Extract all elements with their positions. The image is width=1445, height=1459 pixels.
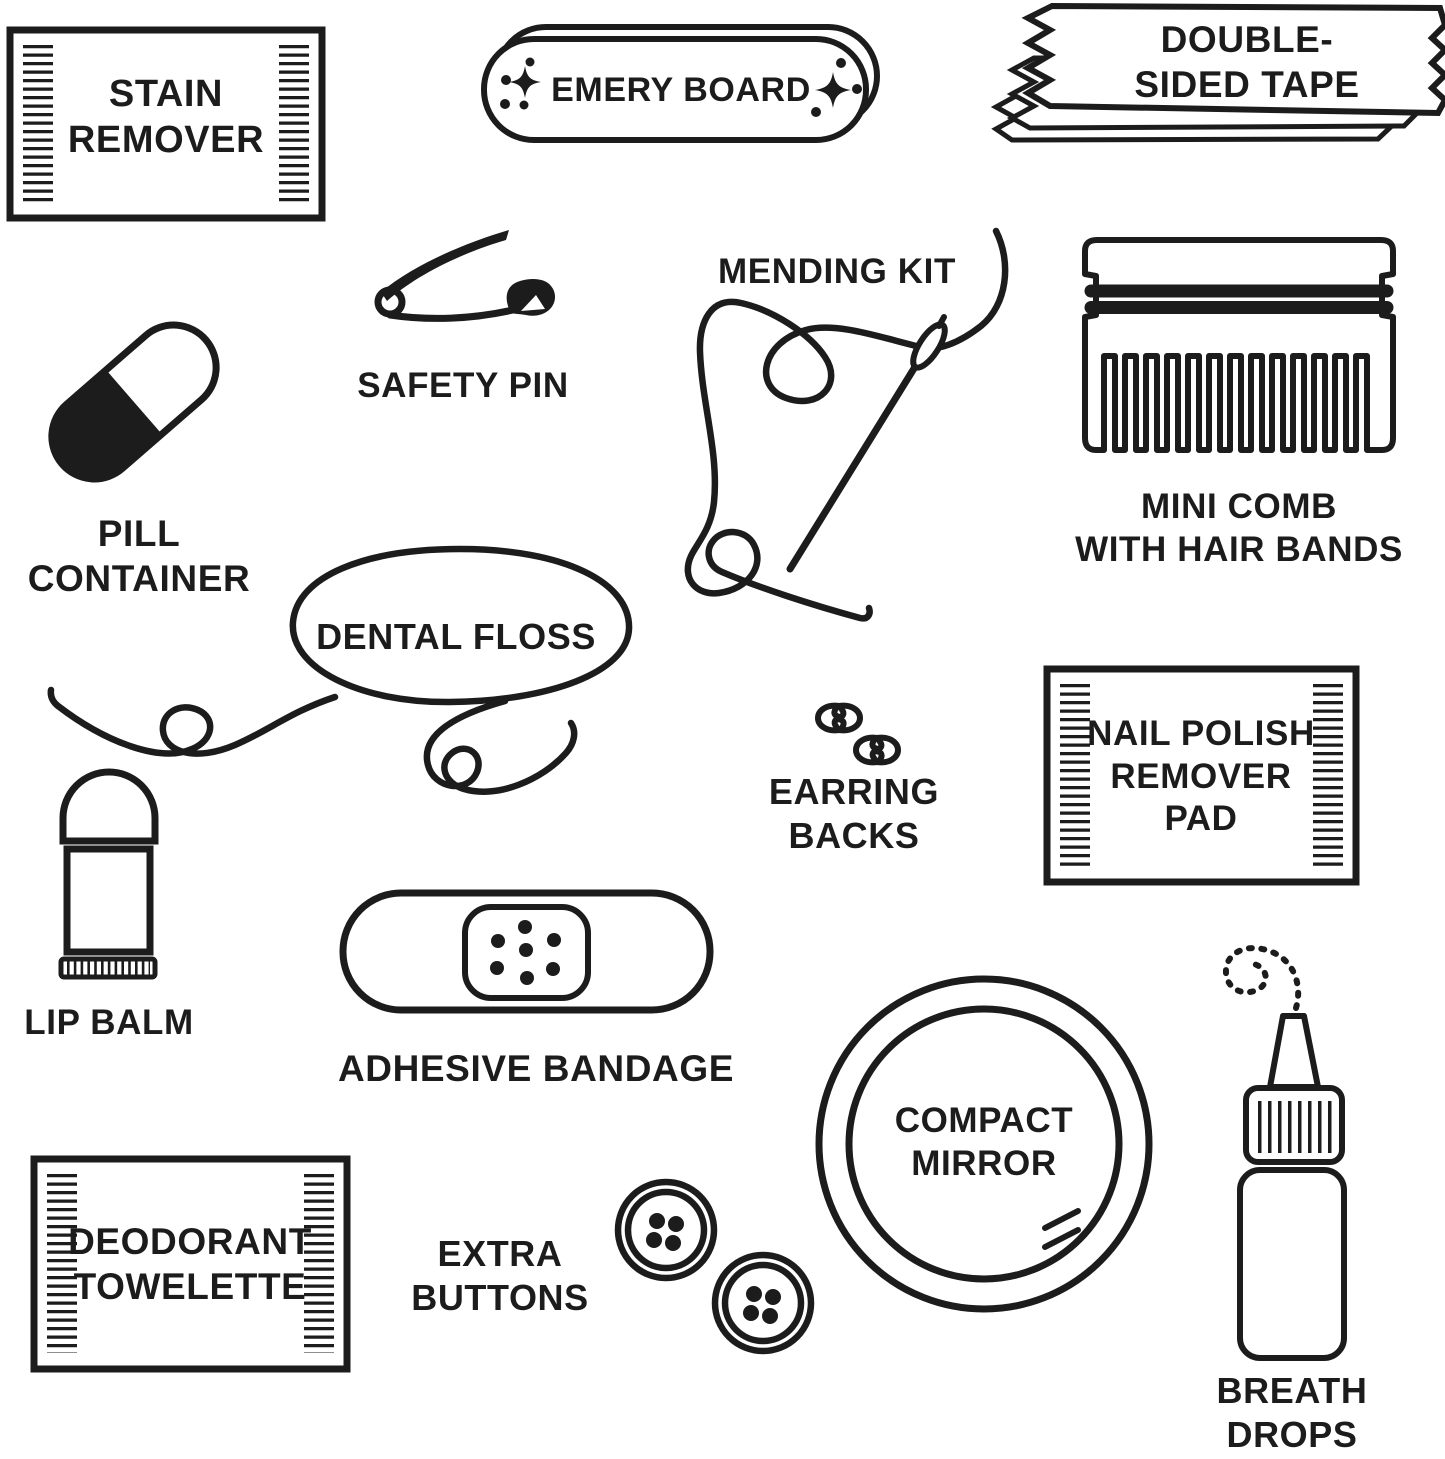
emery-board-label: EMERY BOARD — [551, 71, 811, 109]
buttons-icon — [614, 1178, 815, 1355]
floss-strand-icon — [47, 545, 633, 795]
safety-pin-label: SAFETY PIN — [357, 366, 569, 405]
double-sided-tape-label: DOUBLE-SIDED TAPE — [1134, 19, 1360, 106]
capsule-pill-icon — [48, 321, 220, 483]
nail-polish-pad-packet-icon — [1043, 665, 1360, 886]
safety-pin-icon — [374, 230, 556, 322]
lip-balm-stick-icon — [58, 768, 159, 980]
dental-floss-label: DENTAL FLOSS — [316, 616, 596, 657]
stain-remover-packet-icon — [6, 26, 326, 222]
adhesive-bandage-label: ADHESIVE BANDAGE — [337, 1048, 735, 1089]
adhesive-bandage-icon — [339, 889, 714, 1014]
compact-mirror-icon — [815, 975, 1153, 1313]
lip-balm-label: LIP BALM — [24, 1003, 194, 1042]
deodorant-towelette-packet-icon — [30, 1155, 351, 1373]
comb-with-hair-bands-icon — [1082, 237, 1396, 453]
emery-board-icon — [481, 24, 880, 143]
double-sided-tape-icon — [990, 2, 1445, 143]
dropper-bottle-icon — [1223, 945, 1347, 1361]
needle-and-thread-icon — [684, 227, 1009, 622]
mending-kit-label: MENDING KIT — [718, 252, 956, 291]
earring-backs-icon — [814, 702, 902, 766]
